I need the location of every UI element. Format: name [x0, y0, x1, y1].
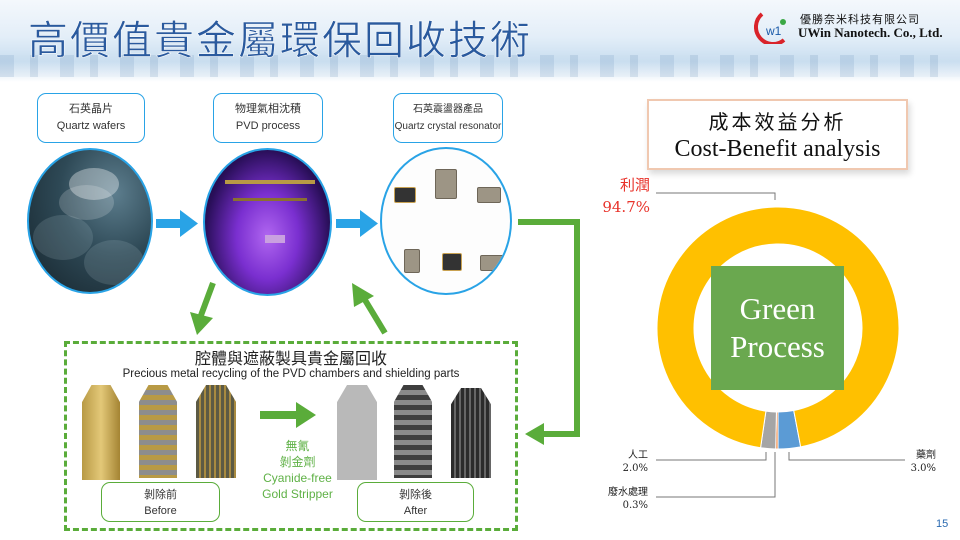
slice-label: 廢水處理	[608, 487, 648, 498]
pvd-chamber-photo	[203, 148, 332, 296]
slide-header	[0, 0, 960, 82]
shield-after-photo	[451, 388, 491, 478]
blue-arrow-icon	[156, 210, 198, 237]
company-name-cn: 優勝奈米科技有限公司	[800, 13, 920, 26]
stripper-en-line1: Cyanide-free	[263, 471, 332, 485]
stripper-en-line2: Gold Stripper	[262, 487, 333, 501]
slice-value: 2.0%	[622, 463, 648, 474]
slice-label: 人工	[628, 450, 648, 461]
data-label-chemicals: 藥劑 3.0%	[900, 449, 936, 475]
shield-before-photo	[196, 385, 236, 478]
leader-lines	[656, 192, 905, 498]
shield-before-photo	[139, 385, 177, 478]
green-arrow-icon	[190, 281, 216, 335]
green-elbow-arrow-icon	[518, 219, 580, 445]
shield-after-photo	[337, 385, 377, 480]
slice-value: 3.0%	[910, 463, 936, 474]
shield-before-photo	[82, 385, 120, 480]
logo-text: w1	[765, 24, 782, 38]
slide-title: 高價值貴金屬環保回收技術	[28, 18, 532, 65]
slice-label: 藥劑	[916, 450, 936, 461]
step-label-cn: 物理氣相沈積	[235, 103, 301, 115]
chart-title-en: Cost-Benefit analysis	[674, 136, 881, 162]
center-label-line1: Green	[739, 291, 816, 326]
cost-benefit-title-box: 成本效益分析 Cost-Benefit analysis	[647, 99, 908, 170]
recycling-subtitle: Precious metal recycling of the PVD cham…	[122, 368, 460, 380]
cyanide-free-stripper-label: 無氰 剝金劑 Cyanide-free Gold Stripper	[240, 438, 355, 502]
quartz-wafers-photo	[27, 148, 153, 294]
step-label-pvd-process: 物理氣相沈積 PVD process	[213, 93, 323, 143]
step-label-cn: 石英震盪器產品	[413, 104, 483, 115]
recycling-panel	[64, 341, 518, 531]
green-arrow-icon	[352, 283, 388, 335]
leader-line-labor	[656, 452, 767, 461]
before-en: Before	[144, 505, 177, 517]
data-label-labor: 人工 2.0%	[596, 449, 648, 475]
green-process-box: Green Process	[711, 266, 844, 390]
quartz-resonator-photo	[380, 147, 512, 295]
stripper-cn-line1: 無氰	[285, 439, 310, 453]
step-label-cn: 石英晶片	[69, 103, 113, 115]
step-label-quartz-wafers: 石英晶片 Quartz wafers	[37, 93, 145, 143]
step-label-en: Quartz crystal resonator	[394, 121, 502, 132]
skyline-decoration	[0, 55, 960, 77]
recycling-title: 腔體與遮蔽製具貴金屬回收	[194, 351, 387, 368]
company-name-en: UWin Nanotech. Co., Ltd.	[798, 25, 943, 40]
green-right-arrow-icon	[260, 402, 316, 428]
after-cn: 剝除後	[399, 489, 432, 501]
before-cn: 剝除前	[144, 489, 177, 501]
leader-line-profit	[656, 192, 776, 200]
slice-value: 0.3%	[622, 500, 648, 511]
blue-arrow-icon	[336, 210, 378, 237]
stripper-cn-line2: 剝金劑	[279, 455, 316, 469]
chart-title-cn: 成本效益分析	[708, 110, 847, 134]
data-label-profit: 利潤 94.7%	[590, 174, 650, 218]
before-label: 剝除前 Before	[101, 482, 220, 522]
step-label-en: Quartz wafers	[56, 120, 126, 132]
shield-after-photo	[394, 385, 432, 478]
page-number: 15	[936, 518, 949, 530]
center-label-line2: Process	[730, 329, 825, 364]
step-label-en: PVD process	[235, 120, 301, 132]
leader-line-chemicals	[788, 452, 905, 461]
step-label-quartz-resonator: 石英震盪器產品 Quartz crystal resonator	[393, 93, 503, 143]
slice-label: 利潤	[619, 176, 650, 194]
company-logo-icon: w1	[754, 12, 786, 44]
after-en: After	[403, 505, 428, 517]
after-label: 剝除後 After	[357, 482, 474, 522]
data-label-wastewater: 廢水處理 0.3%	[586, 486, 648, 512]
slice-value: 94.7%	[602, 198, 650, 216]
leader-line-wastewater	[656, 452, 776, 498]
